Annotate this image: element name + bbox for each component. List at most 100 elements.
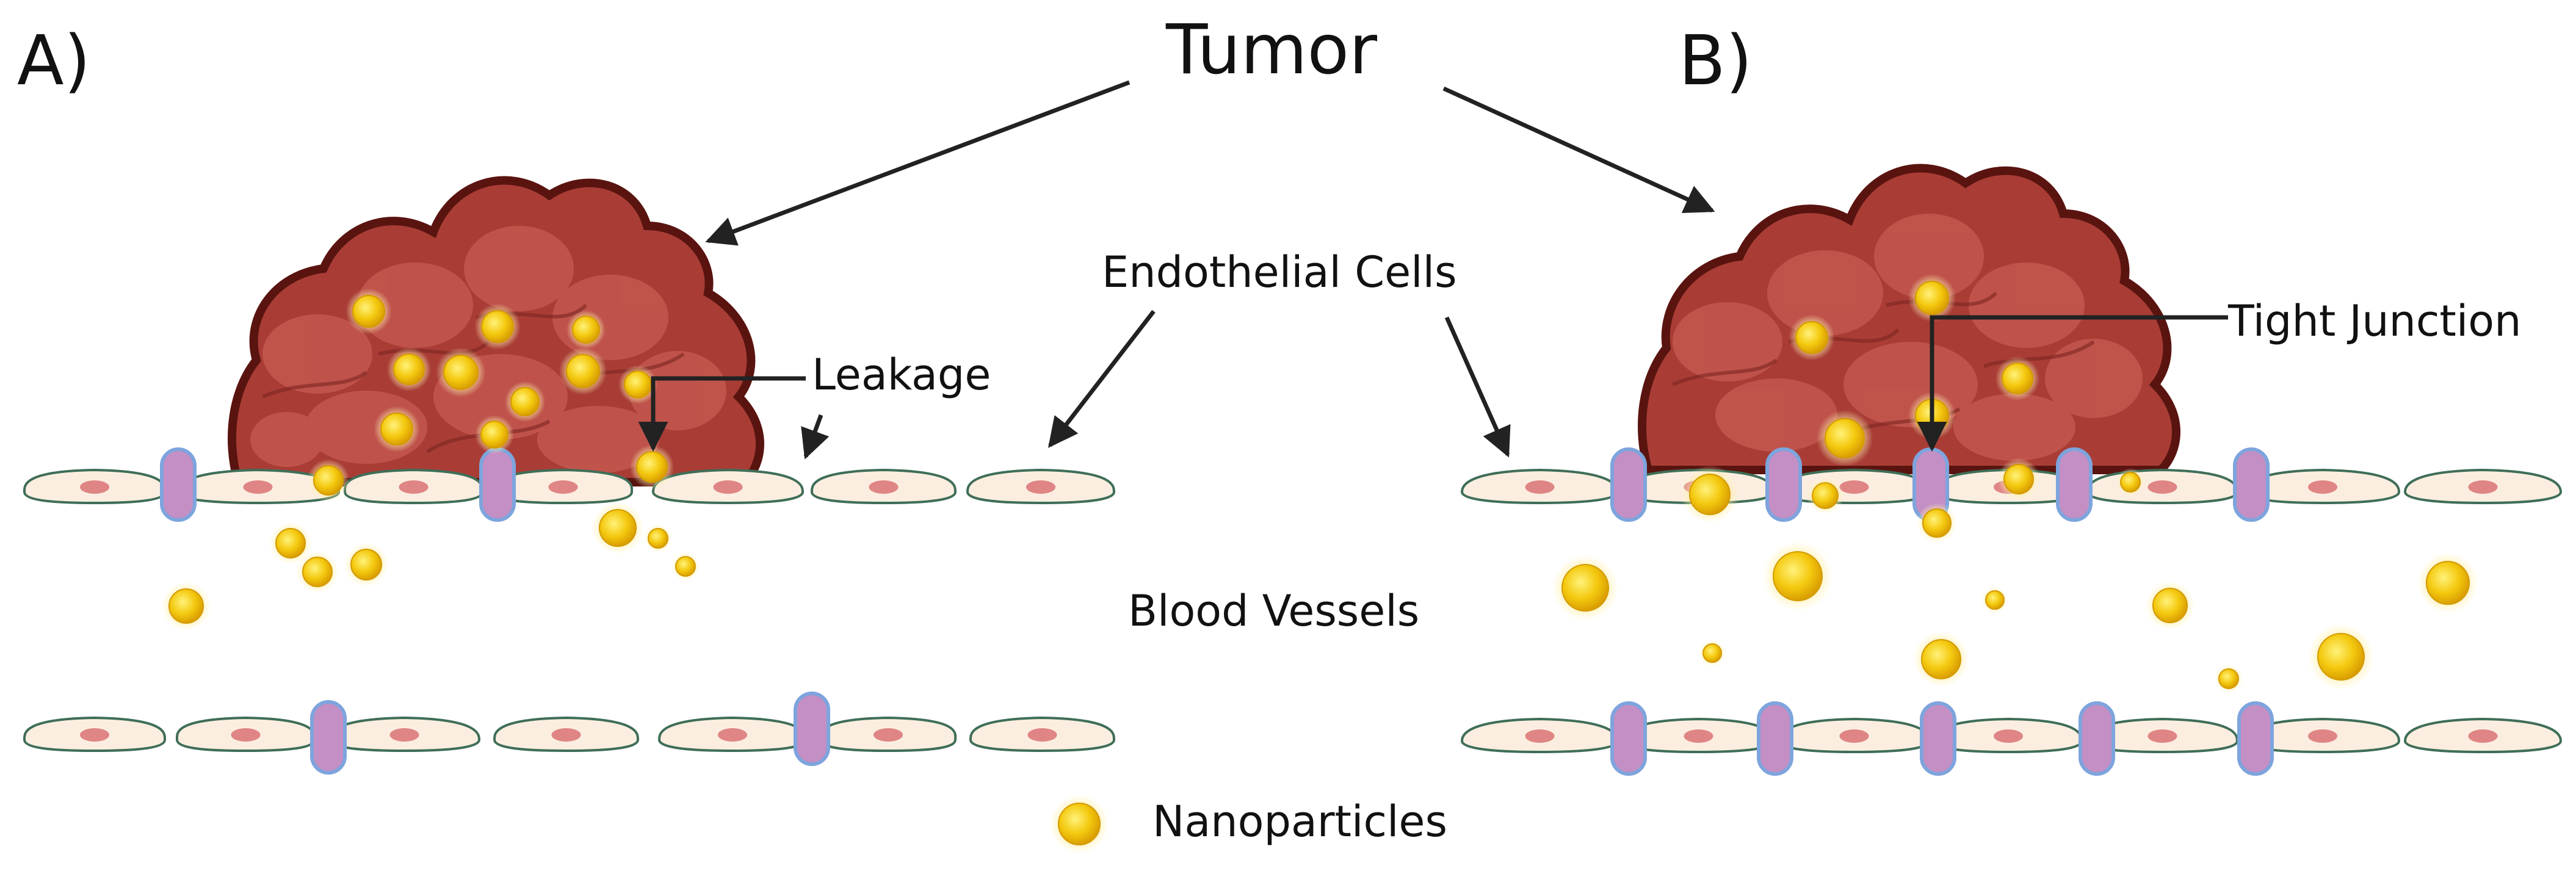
nanoparticle-icon <box>2116 468 2145 497</box>
nucleus <box>713 480 743 494</box>
nucleus <box>869 480 899 494</box>
nanoparticle-icon <box>2214 664 2243 693</box>
nucleus <box>718 728 747 742</box>
tight-junction <box>2233 447 2270 522</box>
nanoparticle-icon <box>1908 273 1956 322</box>
arrow-icon <box>638 376 806 452</box>
tight-junction <box>2079 701 2115 776</box>
endothelial-cell <box>1460 468 1619 505</box>
endothelial-cell <box>966 468 1116 505</box>
tight-junction <box>160 447 197 522</box>
nanoparticle-icon <box>643 524 673 553</box>
nanoparticle-icon <box>591 501 645 555</box>
nucleus <box>1026 480 1055 494</box>
nucleus <box>2468 480 2498 494</box>
nanoparticle-icon <box>269 522 312 565</box>
nucleus <box>1027 728 1057 742</box>
endothelial-cell <box>969 716 1116 753</box>
endothelial-cell <box>493 468 634 505</box>
nucleus <box>1525 480 1555 494</box>
nanoparticle-icon <box>1916 502 1958 544</box>
tight-junction <box>2056 447 2093 522</box>
arrow-icon <box>801 414 830 460</box>
endothelial-cell <box>2403 717 2563 754</box>
panel-a-label: A) <box>17 21 90 101</box>
nucleus <box>1684 729 1713 743</box>
nanoparticle-icon <box>1995 356 2040 401</box>
nucleus <box>80 728 109 742</box>
endothelial-cell <box>1778 717 1931 754</box>
endothelial-cell <box>2403 468 2563 505</box>
nanoparticle-icon <box>1699 640 1726 667</box>
nucleus <box>389 728 419 742</box>
nanoparticle-icon <box>1789 314 1835 361</box>
nanoparticle-icon <box>344 542 389 587</box>
endothelial-cell <box>1460 717 1619 754</box>
nanoparticle-icon <box>374 406 420 452</box>
nanoparticle-icon <box>1806 477 1844 515</box>
arrow-icon <box>1442 86 1715 214</box>
nanoparticle-icon <box>629 444 675 490</box>
nanoparticle-icon <box>1981 587 2008 613</box>
endothelial-cell <box>23 716 167 753</box>
nanoparticle-icon <box>1762 541 1833 612</box>
nanoparticle-icon <box>1049 793 1110 855</box>
endothelial-cell <box>2245 468 2401 505</box>
nucleus <box>80 480 109 494</box>
tight-junction <box>479 447 516 522</box>
nucleus <box>1839 480 1869 494</box>
nucleus <box>1525 729 1555 743</box>
nucleus <box>2308 729 2337 743</box>
nucleus <box>2147 729 2177 743</box>
blood-vessels-label: Blood Vessels <box>1128 586 1419 636</box>
nanoparticle-icon <box>566 310 606 349</box>
nucleus <box>243 480 273 494</box>
nanoparticle-icon <box>1681 465 1739 524</box>
arrows <box>638 80 2228 460</box>
tumor-label: Tumor <box>1165 10 1378 90</box>
nucleus <box>548 480 578 494</box>
endothelial-cell <box>810 468 957 505</box>
tight-junction <box>1920 701 1956 776</box>
endothelial-cell <box>23 468 167 505</box>
nanoparticle-icon <box>475 415 514 454</box>
nucleus <box>1994 729 2023 743</box>
nucleus <box>231 728 261 742</box>
arrow-icon <box>1444 316 1511 458</box>
nucleus <box>2147 480 2177 494</box>
tight-junction <box>794 692 830 766</box>
tumor-b <box>1638 164 2180 474</box>
junctions-layer <box>160 447 2274 776</box>
arrow-icon <box>1917 315 2228 452</box>
nanoparticle-icon <box>2417 552 2479 614</box>
arrow-icon <box>1048 309 1156 448</box>
tight-junction <box>1757 701 1793 776</box>
endothelial-cell <box>175 716 316 753</box>
panel-b-label: B) <box>1679 21 1753 101</box>
tight-junction <box>1610 701 1647 776</box>
nanoparticle-icon <box>618 365 657 404</box>
endothelial-cell <box>328 716 481 753</box>
nanoparticle-icon <box>2145 580 2195 631</box>
nucleus <box>2308 480 2337 494</box>
arrow-icon <box>705 80 1131 246</box>
endothelial-cell <box>2086 468 2239 505</box>
nanoparticle-icon <box>1551 554 1619 622</box>
endothelial-cell <box>657 716 808 753</box>
endothelial-cell <box>175 468 341 505</box>
endothelial-cell <box>1933 717 2083 754</box>
nucleus <box>399 480 429 494</box>
nanoparticle-icon <box>307 459 350 502</box>
tight-junction <box>1765 447 1802 522</box>
nucleus <box>551 728 581 742</box>
endothelial-cell <box>493 716 640 753</box>
nucleus <box>874 728 903 742</box>
nanoparticle-icon <box>671 552 700 581</box>
nanoparticle-icon <box>161 581 211 631</box>
tight-junction <box>1610 447 1647 522</box>
nanoparticle-icon <box>386 347 432 392</box>
endothelial-cells-label: Endothelial Cells <box>1102 247 1457 297</box>
nanoparticle-icon <box>1816 410 1873 467</box>
nanoparticle-icon <box>559 347 607 396</box>
